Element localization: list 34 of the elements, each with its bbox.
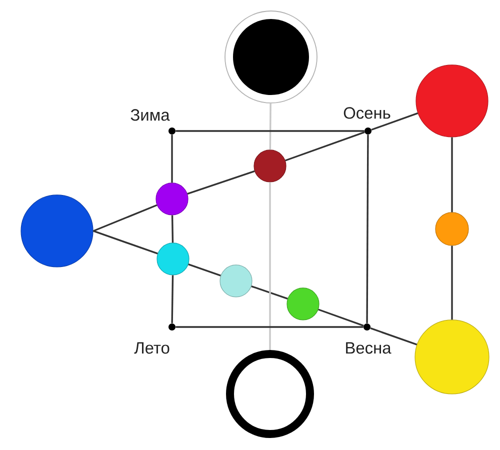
connector-line (318, 308, 364, 327)
connector-line (171, 215, 174, 243)
color-circle (414, 320, 490, 394)
connector-line (171, 275, 174, 324)
color-circle (20, 194, 94, 268)
color-circle (156, 182, 188, 216)
connector-line (171, 134, 173, 183)
connector-line (93, 204, 158, 232)
connector-line (176, 326, 364, 328)
season-label: Зима (130, 109, 170, 121)
connector-line (451, 246, 453, 320)
connector-line (366, 134, 369, 324)
connector-line (93, 230, 158, 254)
connector-line (188, 264, 221, 276)
season-label: Весна (346, 342, 392, 354)
color-circle (156, 242, 190, 276)
color-circle (286, 288, 320, 320)
connector-line (285, 131, 365, 162)
color-circle (254, 150, 286, 182)
color-circle (224, 10, 318, 104)
color-circle (416, 64, 488, 138)
color-circle (220, 264, 252, 298)
connector-line (269, 182, 271, 350)
connector-line (451, 137, 453, 212)
season-label: Лето (134, 342, 170, 354)
connector-line (371, 112, 418, 131)
connector-line (370, 327, 418, 346)
connector-line (269, 103, 272, 150)
connector-line (187, 170, 255, 195)
color-circle (435, 212, 469, 246)
season-label: Осень (344, 107, 390, 119)
color-circle (226, 350, 314, 438)
connector-line (251, 285, 288, 300)
connector-line (176, 130, 364, 132)
